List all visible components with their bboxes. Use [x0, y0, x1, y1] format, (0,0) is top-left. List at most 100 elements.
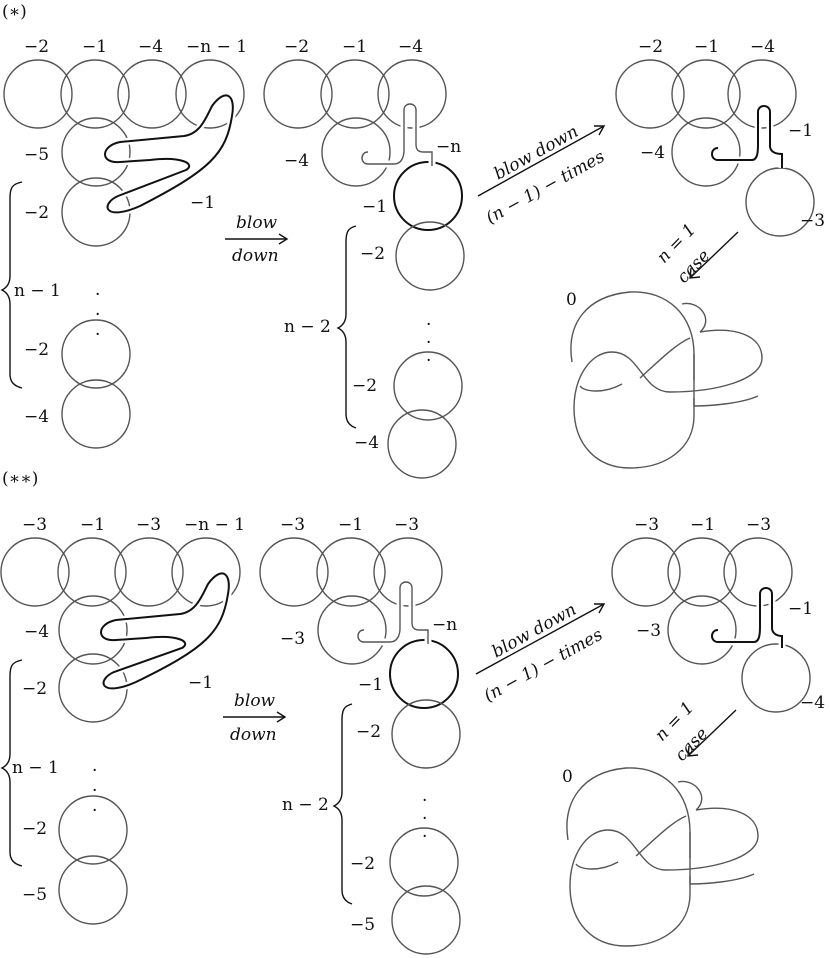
- blow-down-arrow: blow down: [223, 691, 287, 745]
- framing-label: −1: [190, 193, 215, 213]
- brace-label: n − 2: [282, 795, 329, 815]
- knot-strand: [570, 291, 763, 469]
- framing-label: −4: [398, 37, 423, 57]
- chain-brace: [0, 181, 23, 389]
- link-component: [667, 595, 737, 665]
- knot-strand: [579, 302, 707, 392]
- arrow-shaft: [687, 709, 737, 757]
- section-double-star: (∗∗) · · · −3 −1 −3 −n − 1 −4 −2 −2 −5 −: [0, 469, 825, 955]
- framing-label: −2: [284, 37, 309, 57]
- link-component: [727, 59, 797, 129]
- framing-label: −1: [694, 37, 719, 57]
- kirby-diagram-reduced: −2 −1 −4 −4 −1 −3: [615, 37, 825, 237]
- link-component: [321, 117, 391, 187]
- framing-label: −4: [640, 143, 665, 163]
- resulting-knot: 0: [562, 767, 759, 947]
- section-marker: (∗∗): [2, 469, 38, 489]
- bold-framed-knot: [100, 572, 230, 690]
- bold-component: [393, 161, 463, 231]
- framing-label: −3: [634, 515, 659, 535]
- chain-brace: [336, 225, 357, 429]
- framing-label: −3: [800, 211, 825, 231]
- framing-label: −n: [432, 615, 457, 635]
- link-component: [259, 537, 329, 607]
- link-component: [61, 319, 131, 389]
- chain-brace: [332, 703, 353, 905]
- ellipsis-dot: ·: [92, 801, 97, 821]
- framing-label: −5: [22, 885, 47, 905]
- framing-label: −5: [350, 915, 375, 935]
- ellipsis-dot: ·: [95, 285, 100, 305]
- section-marker: (∗): [2, 2, 27, 22]
- framing-label: −2: [24, 37, 49, 57]
- link-component: [377, 59, 447, 129]
- framing-label: −2: [22, 679, 47, 699]
- framing-label: −1: [788, 599, 813, 619]
- link-component: [58, 855, 128, 925]
- knot-framing-label: 0: [562, 767, 573, 787]
- arrow-head: [594, 603, 606, 614]
- link-component: [671, 117, 741, 187]
- section-star: (∗) · · · −2 −1 −4 −n − 1 −5 −2 −2 −4 −1: [0, 2, 825, 479]
- kirby-diagram-blown-down: · · · −2 −1 −4 −4 −n −1 −2 −2 −4 n − 2: [263, 37, 465, 479]
- link-component: [0, 537, 70, 607]
- ellipsis-dot: ·: [422, 809, 427, 829]
- link-component: [391, 885, 461, 955]
- link-component: [387, 409, 457, 479]
- arrow-shaft: [475, 603, 605, 675]
- link-component: [320, 59, 390, 129]
- brace-label: n − 2: [284, 317, 331, 337]
- link-component: [57, 537, 127, 607]
- link-component: [741, 643, 811, 713]
- framing-label: −2: [356, 722, 381, 742]
- framing-label: −4: [800, 693, 825, 713]
- link-component: [393, 351, 463, 421]
- ellipsis-dot: ·: [422, 827, 427, 847]
- bold-framed-knot: [104, 94, 234, 214]
- framing-label: −n − 1: [184, 515, 245, 535]
- bold-hook-component: [711, 105, 783, 168]
- framing-label: −5: [24, 145, 49, 165]
- arrow-head: [689, 267, 701, 279]
- framing-label: −1: [358, 675, 383, 695]
- link-component: [58, 595, 128, 665]
- framing-label: −1: [362, 197, 387, 217]
- link-component: [61, 379, 131, 449]
- arrow-shaft: [689, 231, 739, 279]
- framing-label: −3: [136, 515, 161, 535]
- framing-label: −1: [788, 121, 813, 141]
- special-case-arrow: n = 1 case: [651, 698, 737, 765]
- blow-down-arrow: blow down: [225, 213, 289, 266]
- link-component: [61, 117, 131, 187]
- framing-label: −2: [24, 340, 49, 360]
- link-component: [395, 221, 465, 291]
- framing-label: −4: [24, 407, 49, 427]
- arrow-head: [594, 125, 606, 136]
- arrow-label-top: blow: [236, 213, 278, 233]
- link-component: [3, 59, 73, 129]
- ellipsis-dot: ·: [92, 761, 97, 781]
- framing-label: −1: [690, 515, 715, 535]
- knot-strand: [689, 832, 755, 885]
- framing-label: −1: [82, 37, 107, 57]
- framing-label: −3: [280, 629, 305, 649]
- arrow-head: [687, 745, 699, 757]
- kirby-diagram-blown-down: · · · −3 −1 −3 −3 −n −1 −2 −2 −5 n − 2: [259, 515, 461, 955]
- framing-label: −n: [436, 137, 461, 157]
- link-component: [671, 59, 741, 129]
- framing-label: −1: [342, 37, 367, 57]
- ellipsis-dot: ·: [95, 305, 100, 325]
- link-component: [316, 537, 386, 607]
- link-component: [175, 59, 245, 129]
- framing-label: −1: [338, 515, 363, 535]
- framing-label: −2: [360, 244, 385, 264]
- brace-label: n − 1: [12, 758, 59, 778]
- link-component: [171, 537, 241, 607]
- link-component: [263, 59, 333, 129]
- link-component: [611, 537, 681, 607]
- ellipsis-dot: ·: [422, 791, 427, 811]
- framing-label: −3: [394, 515, 419, 535]
- framing-label: −2: [22, 819, 47, 839]
- special-case-arrow: n = 1 case: [653, 220, 739, 287]
- link-component: [317, 595, 387, 665]
